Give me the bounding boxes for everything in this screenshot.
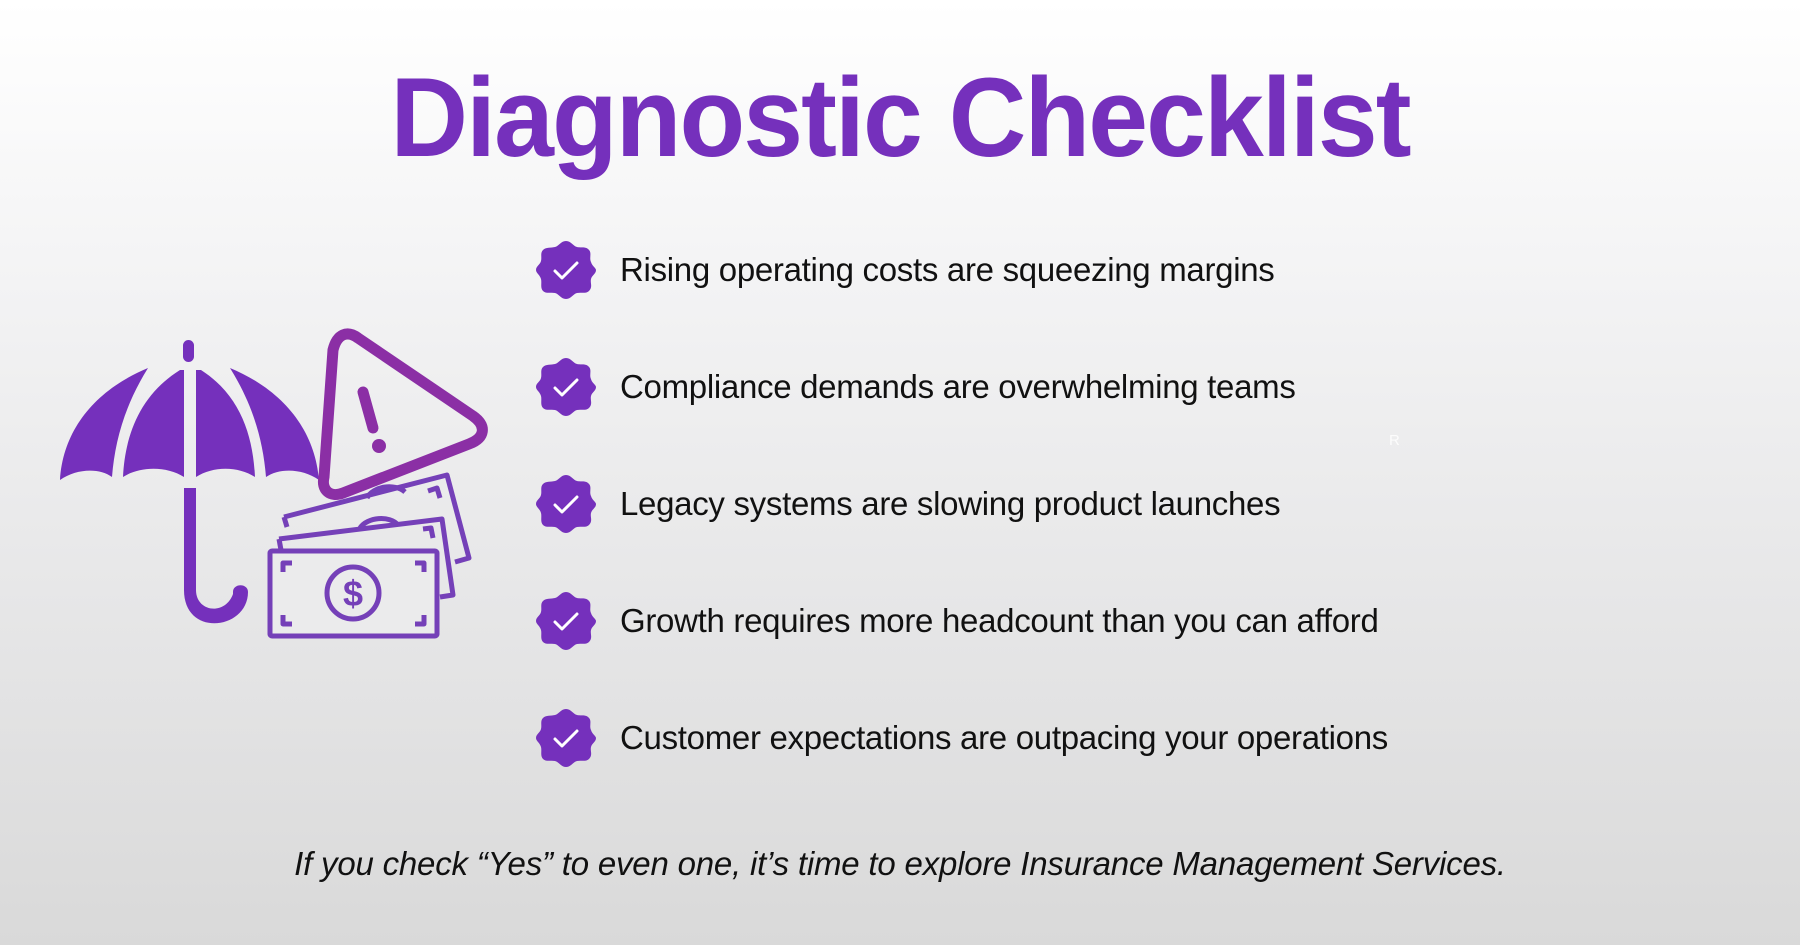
checklist-item: Legacy systems are slowing product launc… <box>535 472 1281 536</box>
checklist-item-label: Customer expectations are outpacing your… <box>620 719 1388 756</box>
checklist-item: Customer expectations are outpacing your… <box>535 706 1388 770</box>
slide-title: Diagnostic Checklist <box>390 55 1411 180</box>
check-badge-icon <box>536 709 596 767</box>
footer-callout: If you check “Yes” to even one, it’s tim… <box>294 845 1506 882</box>
checklist-item-label: Legacy systems are slowing product launc… <box>620 485 1281 522</box>
money-stack-icon: $ <box>267 472 472 639</box>
check-badge-icon <box>536 475 596 533</box>
watermark: R <box>1389 432 1400 449</box>
check-badge-icon <box>536 358 596 416</box>
check-badge-icon <box>536 592 596 650</box>
checklist-item-label: Growth requires more headcount than you … <box>620 602 1379 639</box>
illustration: $ <box>60 328 488 639</box>
checklist-item: Compliance demands are overwhelming team… <box>535 355 1296 419</box>
umbrella-icon <box>60 340 319 624</box>
checklist-item: Rising operating costs are squeezing mar… <box>535 238 1275 302</box>
checklist-item: Growth requires more headcount than you … <box>535 589 1379 653</box>
check-badge-icon <box>536 241 596 299</box>
checklist-item-label: Rising operating costs are squeezing mar… <box>620 251 1275 288</box>
checklist-item-label: Compliance demands are overwhelming team… <box>620 368 1296 405</box>
warning-triangle-icon <box>317 328 488 500</box>
svg-text:$: $ <box>343 573 363 614</box>
